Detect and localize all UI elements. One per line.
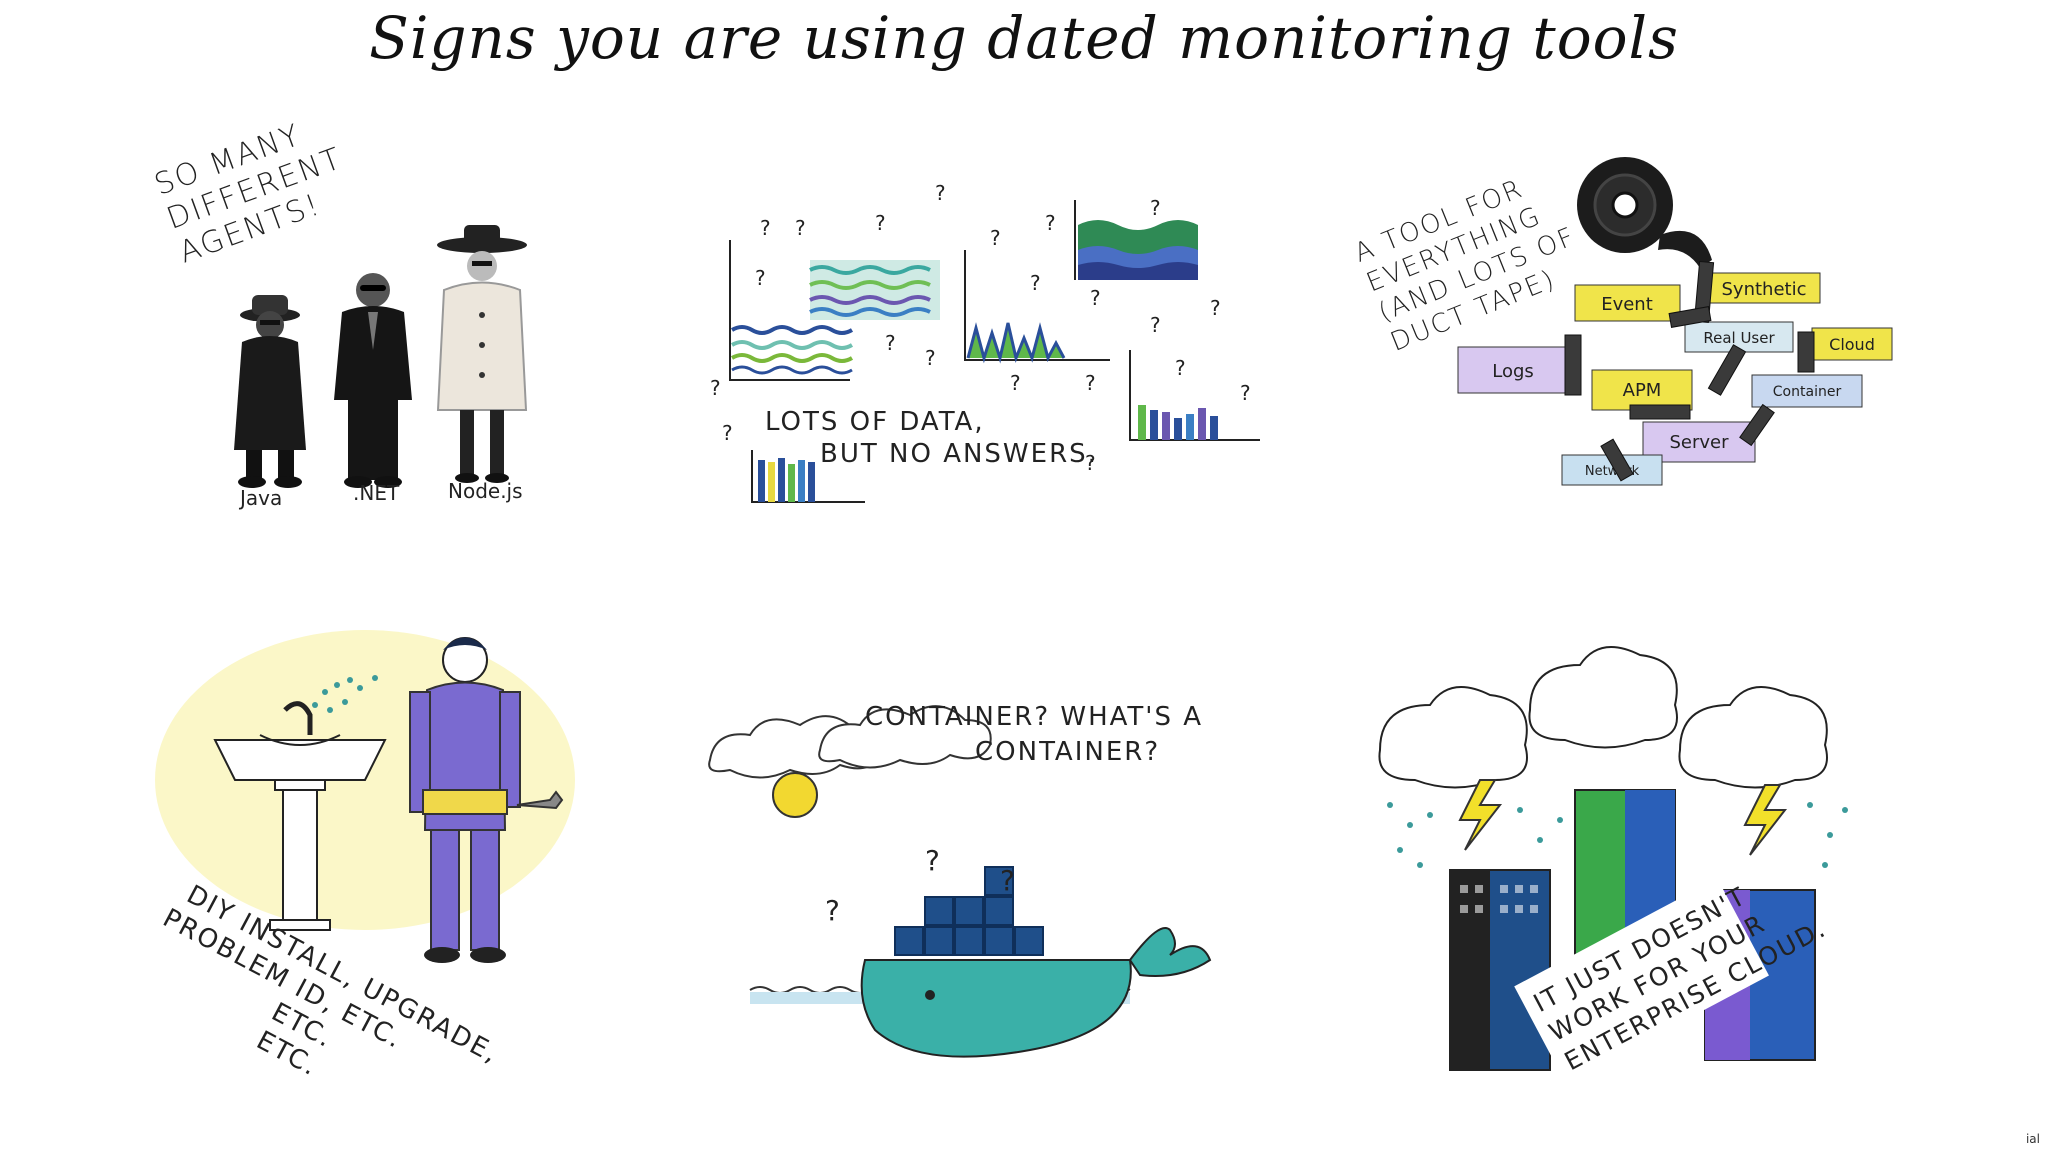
svg-text:?: ?: [1085, 371, 1096, 395]
tool-box-event: Event: [1574, 284, 1681, 322]
svg-text:Event: Event: [1601, 294, 1653, 315]
clouds-and-sun: [708, 705, 992, 818]
java-agent-figure: [234, 295, 306, 488]
duct-tape-roll: [1577, 157, 1712, 268]
svg-text:?: ?: [1000, 864, 1015, 897]
dotnet-agent-figure: [334, 273, 412, 488]
svg-text:?: ?: [722, 421, 733, 445]
tool-box-synthetic: Synthetic: [1707, 272, 1821, 304]
svg-text:?: ?: [1090, 286, 1101, 310]
svg-text:?: ?: [760, 216, 771, 240]
svg-text:?: ?: [990, 226, 1001, 250]
plumber-figure: [409, 637, 564, 963]
svg-text:?: ?: [710, 376, 721, 400]
lightning-bolts: [1458, 779, 1788, 856]
agents-illustration: Java .NET Node.js: [234, 225, 528, 510]
rain-drops: [1387, 802, 1848, 868]
scribble-bar-chart-left: [751, 450, 865, 503]
tape-strips: [1564, 260, 1815, 482]
tool-box-real-user: Real User: [1684, 321, 1794, 353]
svg-text:Synthetic: Synthetic: [1722, 279, 1807, 300]
scribble-bar-chart-right: [1129, 350, 1260, 441]
svg-text:?: ?: [1150, 313, 1161, 337]
tool-box-cloud: Cloud: [1811, 327, 1893, 361]
sink-pedestal: [213, 701, 387, 931]
panel-agents: SO MANY DIFFERENT AGENTS!: [130, 118, 730, 550]
footer-mark: ial: [2025, 1132, 2040, 1146]
svg-text:?: ?: [1240, 381, 1251, 405]
panel-container: CONTAINER? WHAT'S A CONTAINER? ???: [700, 690, 1300, 1110]
svg-text:?: ?: [1045, 211, 1056, 235]
agent-label-nodejs: Node.js: [448, 479, 523, 503]
scribble-spike-chart: [964, 250, 1110, 364]
panel-data: ??? ??? ??? ??? ??? ??? ??? LOTS OF DATA…: [700, 150, 1300, 570]
scribble-area-chart: [1074, 200, 1198, 280]
data-caption-line2: BUT NO ANSWERS.: [820, 439, 1098, 469]
nodejs-agent-figure: [436, 225, 528, 483]
svg-text:?: ?: [885, 331, 896, 355]
whale-question-marks: ???: [825, 844, 1015, 927]
svg-text:Cloud: Cloud: [1829, 335, 1875, 354]
svg-text:?: ?: [755, 266, 766, 290]
panel-diy: DIY INSTALL, UPGRADE, PROBLEM ID, ETC. E…: [155, 630, 765, 1083]
svg-text:APM: APM: [1623, 380, 1662, 401]
tool-box-logs: Logs: [1457, 346, 1569, 394]
svg-text:?: ?: [875, 211, 886, 235]
svg-text:Real User: Real User: [1703, 329, 1775, 347]
water-drips: [312, 675, 378, 713]
data-charts-illustration: ??? ??? ??? ??? ??? ??? ??? LOTS OF DATA…: [710, 181, 1260, 503]
container-illustration: CONTAINER? WHAT'S A CONTAINER? ???: [708, 702, 1212, 1058]
svg-text:?: ?: [925, 844, 940, 877]
cloud-illustration: IT JUST DOESN'T WORK FOR YOUR ENTERPRISE…: [1378, 646, 1848, 1084]
whale-figure: [860, 866, 1212, 1058]
svg-text:?: ?: [1030, 271, 1041, 295]
agent-label-dotnet: .NET: [353, 481, 400, 505]
svg-text:?: ?: [1175, 356, 1186, 380]
svg-text:Server: Server: [1669, 432, 1729, 453]
question-marks: ??? ??? ??? ??? ??? ??? ???: [710, 181, 1251, 475]
panel-cloud: IT JUST DOESN'T WORK FOR YOUR ENTERPRISE…: [1370, 646, 1970, 1090]
container-caption-line2: CONTAINER?: [975, 737, 1160, 767]
svg-text:?: ?: [1010, 371, 1021, 395]
scribble-band-chart: [809, 260, 940, 320]
angry-clouds: [1378, 646, 1828, 789]
svg-text:?: ?: [935, 181, 946, 205]
svg-text:Container: Container: [1773, 384, 1842, 400]
svg-text:?: ?: [795, 216, 806, 240]
svg-text:?: ?: [1150, 196, 1161, 220]
data-caption-line1: LOTS OF DATA,: [765, 407, 985, 437]
container-caption-line1: CONTAINER? WHAT'S A: [865, 702, 1203, 732]
svg-text:?: ?: [825, 894, 840, 927]
agent-label-java: Java: [238, 486, 282, 510]
svg-text:?: ?: [925, 346, 936, 370]
diy-illustration: DIY INSTALL, UPGRADE, PROBLEM ID, ETC. E…: [155, 630, 575, 1083]
svg-text:?: ?: [1210, 296, 1221, 320]
tools-illustration: Event Synthetic Real User Cloud Logs APM…: [1457, 157, 1893, 486]
tool-box-container: Container: [1751, 374, 1863, 408]
scribble-line-chart-1: [729, 240, 854, 381]
svg-text:?: ?: [1085, 451, 1096, 475]
page-title: Signs you are using dated monitoring too…: [369, 4, 1679, 72]
panel-tools: Event Synthetic Real User Cloud Logs APM…: [1340, 150, 1940, 570]
tool-box-apm: APM: [1591, 369, 1693, 411]
svg-text:Logs: Logs: [1492, 361, 1534, 382]
